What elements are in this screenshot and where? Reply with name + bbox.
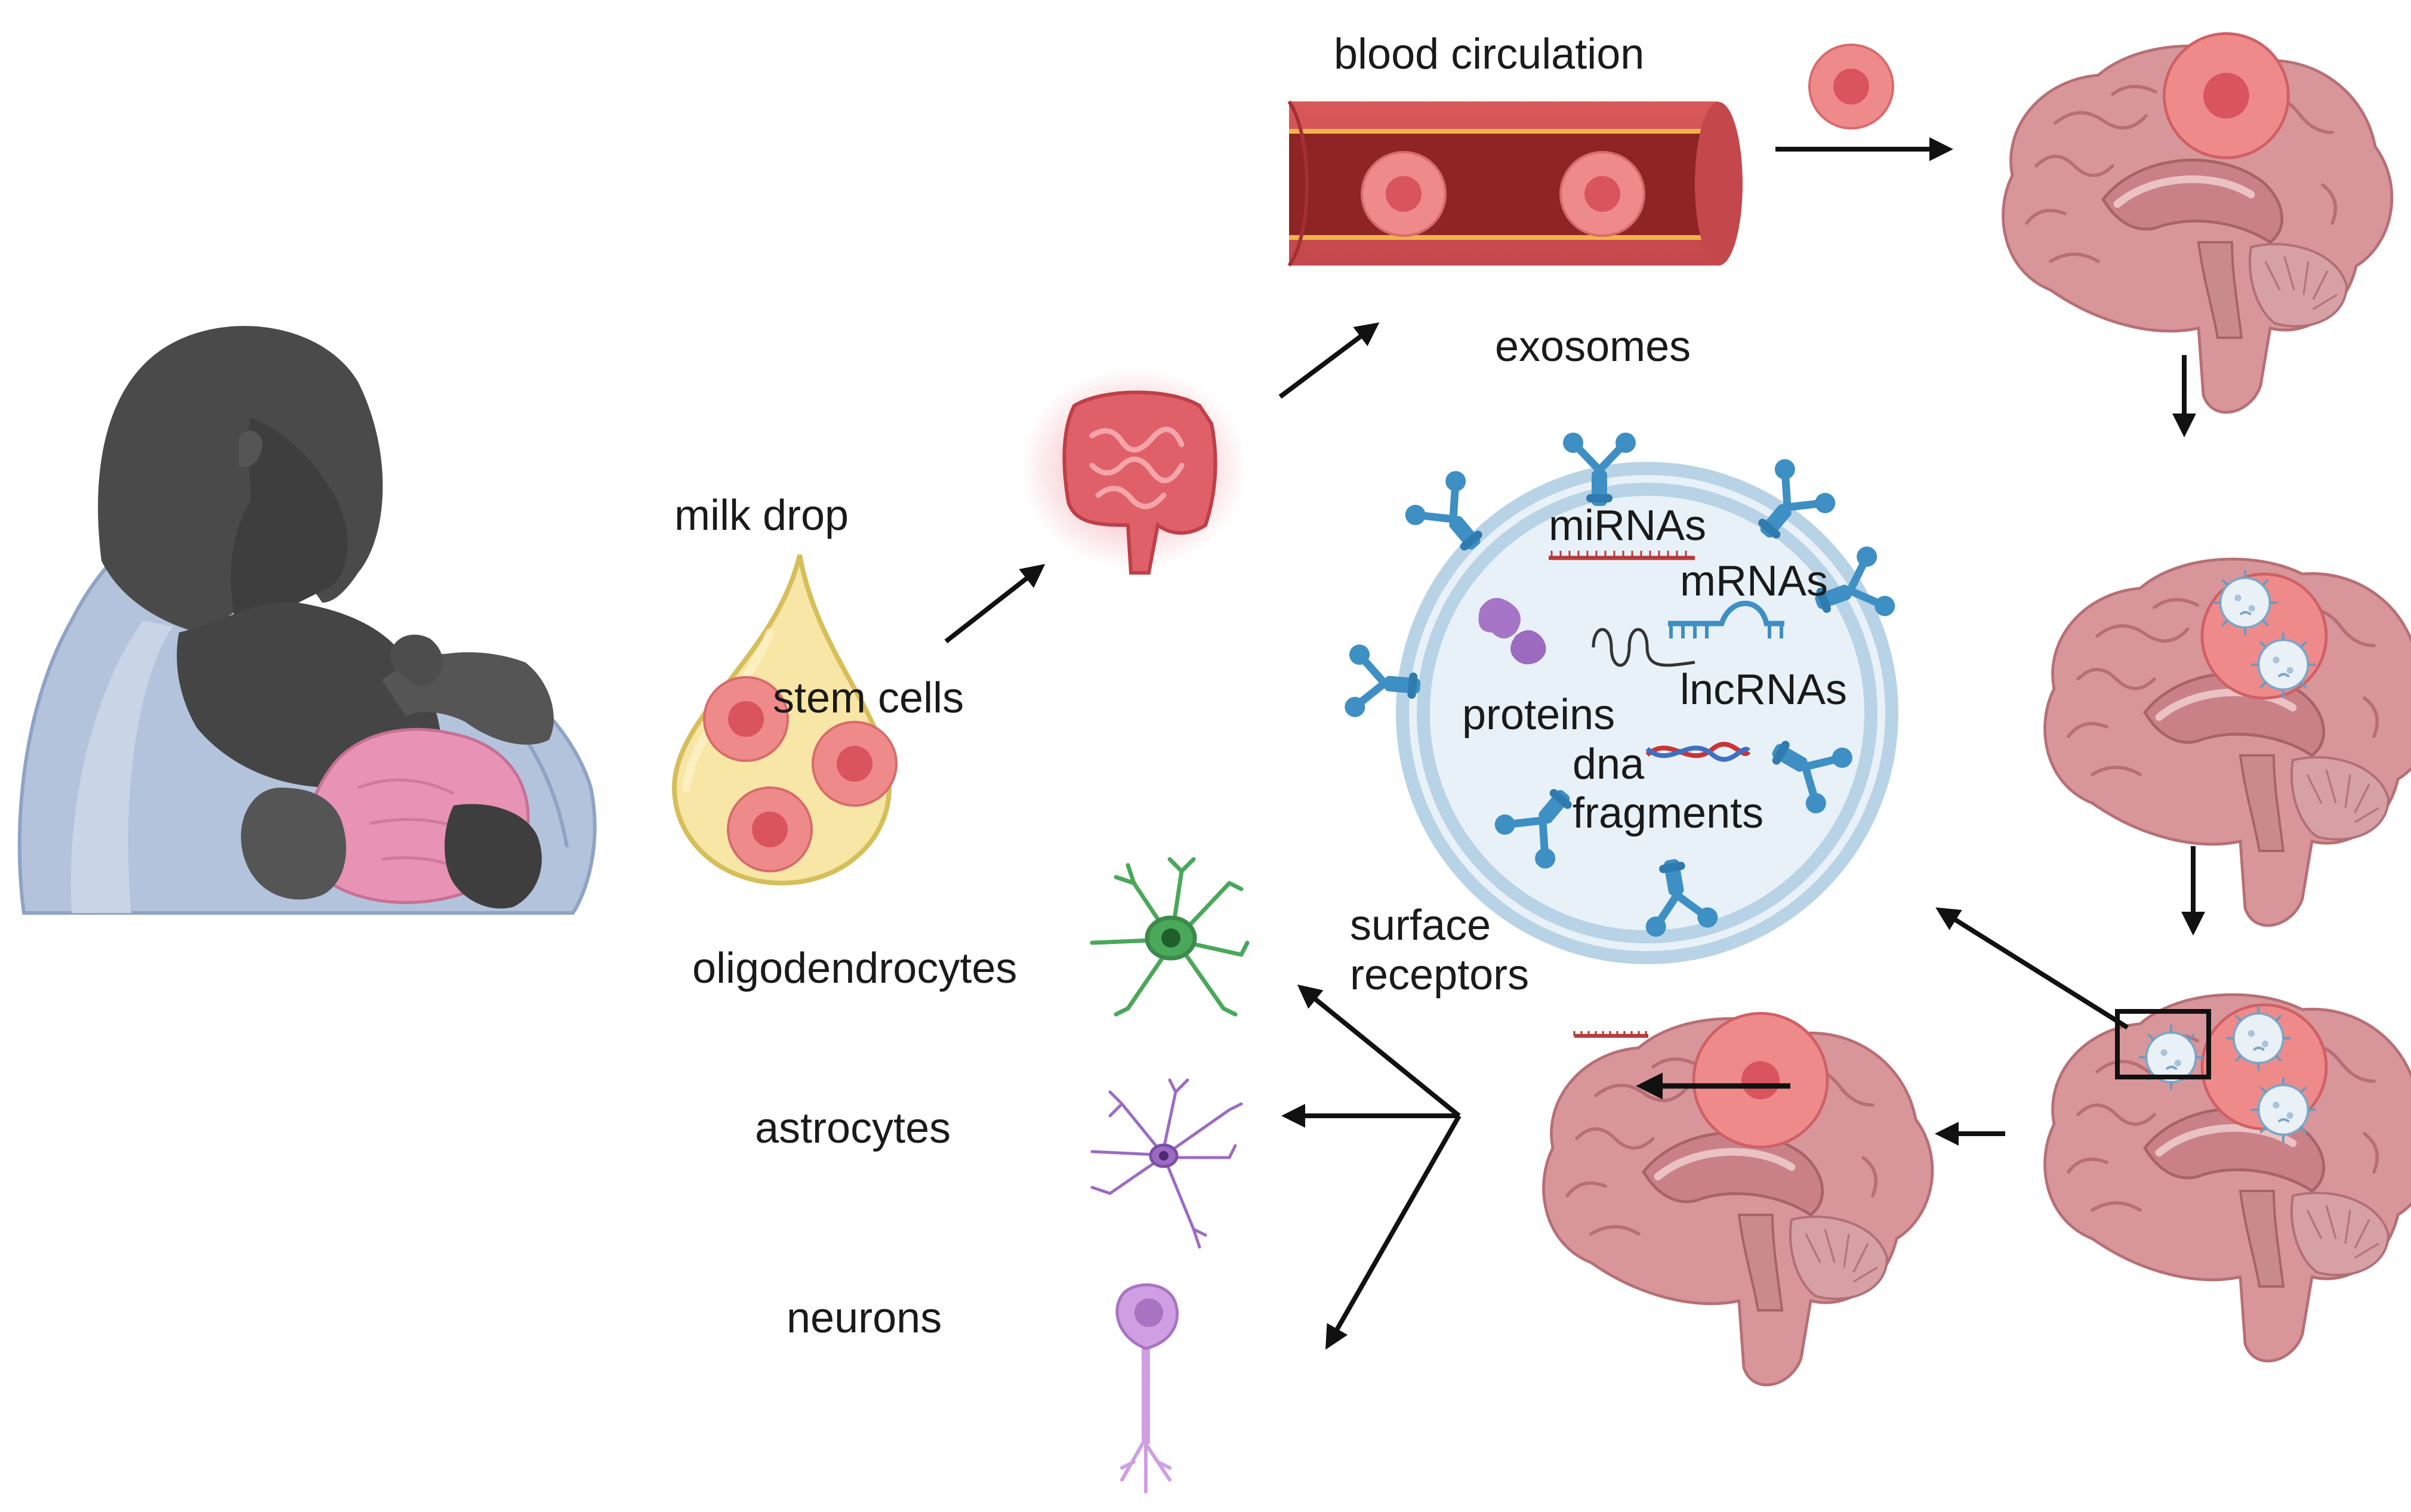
label-dna: dna <box>1573 740 1645 788</box>
astrocyte-icon <box>1090 1078 1243 1249</box>
label-stem-cells: stem cells <box>773 674 964 722</box>
brain-icon <box>2003 32 2392 412</box>
label-milk-drop: milk drop <box>674 492 849 539</box>
neuron-icon <box>1115 1283 1179 1494</box>
arrows <box>944 137 2205 1350</box>
label-receptors: receptors <box>1350 951 1530 999</box>
stem-cell-icon <box>1808 44 1894 129</box>
brain-icon <box>1544 1011 1932 1385</box>
label-exosomes: exosomes <box>1495 323 1691 371</box>
blood-vessel-icon <box>1287 100 1743 267</box>
zoom-box <box>2115 1009 2211 1079</box>
label-neurons: neurons <box>787 1294 942 1342</box>
brain-icon <box>2045 995 2411 1361</box>
label-mirnas: miRNAs <box>1549 502 1706 550</box>
label-lncrnas: lncRNAs <box>1680 666 1848 714</box>
label-proteins: proteins <box>1462 691 1615 739</box>
label-fragments: fragments <box>1573 789 1764 837</box>
label-mrnas: mRNAs <box>1680 557 1828 605</box>
label-astrocytes: astrocytes <box>755 1104 951 1152</box>
intestine-icon <box>1020 367 1247 575</box>
label-blood-circulation: blood circulation <box>1334 30 1645 78</box>
mother-breastfeeding-icon <box>17 326 597 915</box>
milk-drop-icon <box>671 554 898 886</box>
exosome-icon <box>1344 433 1898 964</box>
brain-icon <box>2045 559 2411 925</box>
oligodendrocyte-icon <box>1090 857 1250 1017</box>
label-oligodendrocytes: oligodendrocytes <box>692 945 1018 992</box>
label-surface: surface <box>1350 902 1491 949</box>
